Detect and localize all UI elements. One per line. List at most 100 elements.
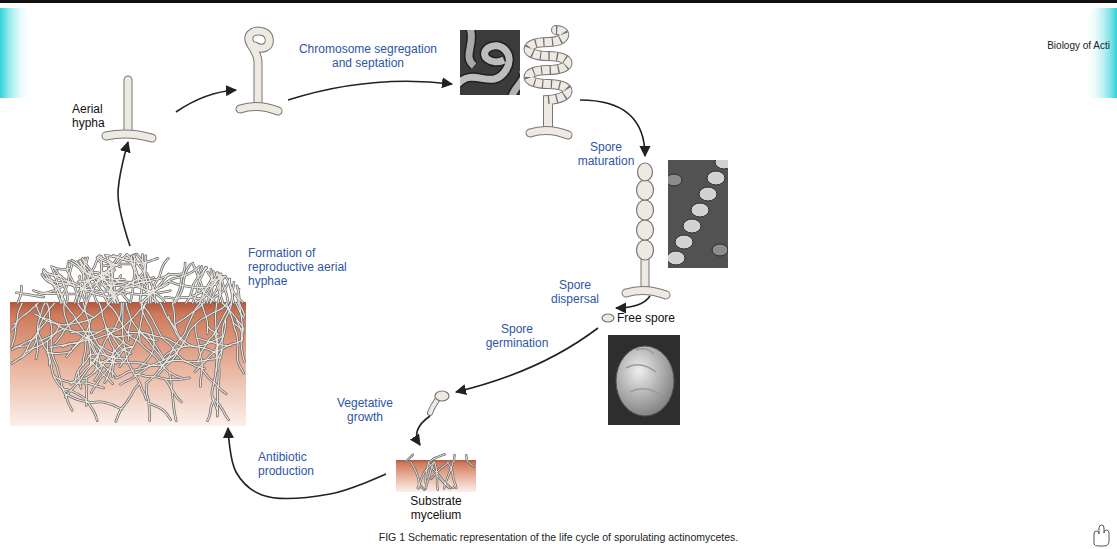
hypha-body bbox=[52, 266, 64, 303]
stage-picture bbox=[8, 246, 248, 428]
spore-chain bbox=[626, 163, 666, 295]
caption-box: FIG 1 Schematic representation of the li… bbox=[0, 531, 1117, 544]
photo-spore bbox=[616, 346, 674, 416]
hypha-body bbox=[217, 303, 231, 416]
hypha-body bbox=[140, 330, 164, 360]
hypha-body bbox=[225, 276, 242, 302]
hypha-body bbox=[47, 351, 71, 353]
hypha-body bbox=[106, 134, 152, 138]
hypha-body bbox=[128, 320, 131, 341]
spore-wrinkle bbox=[630, 389, 662, 396]
hypha-body bbox=[99, 256, 121, 267]
hypha-outline bbox=[626, 290, 666, 295]
hypha-body bbox=[124, 287, 164, 303]
hypha-body bbox=[12, 303, 38, 330]
hypha-body bbox=[208, 272, 223, 303]
hypha-outline bbox=[14, 346, 28, 347]
hypha-outline bbox=[217, 303, 231, 416]
photo-hypha bbox=[469, 30, 474, 66]
spore bbox=[602, 314, 614, 322]
hypha-body bbox=[431, 462, 448, 479]
hypha-body bbox=[626, 290, 666, 295]
hypha-body bbox=[71, 350, 100, 384]
hypha-outline bbox=[405, 455, 412, 462]
hypha-body bbox=[200, 271, 214, 303]
hypha-body bbox=[125, 80, 132, 133]
arrow-label: Spore maturation bbox=[574, 140, 638, 168]
hypha-body bbox=[126, 255, 131, 260]
hypha-body bbox=[212, 397, 228, 419]
arrow-label: Vegetative growth bbox=[328, 396, 402, 424]
hypha-body bbox=[14, 346, 28, 347]
stage-label: Formation of reproductive aerial hyphae bbox=[248, 246, 348, 288]
septating-coil bbox=[529, 30, 569, 135]
hand-icon bbox=[1094, 525, 1109, 546]
hypha-body bbox=[454, 455, 456, 462]
hypha-body bbox=[202, 303, 208, 334]
label-box: Biology of Acti bbox=[990, 40, 1110, 52]
sem-photo bbox=[460, 30, 520, 95]
hypha-body bbox=[405, 455, 412, 462]
photo-hypha bbox=[512, 70, 520, 95]
hypha-outline bbox=[453, 455, 456, 462]
cycle-arrow bbox=[417, 416, 430, 445]
hypha-body bbox=[226, 303, 243, 373]
arrow-label: Antibiotic production bbox=[258, 450, 330, 478]
hypha-body bbox=[136, 274, 184, 284]
hypha-body bbox=[197, 338, 231, 346]
hypha-outline bbox=[164, 336, 222, 356]
hypha-outline bbox=[65, 394, 122, 409]
hypha-body bbox=[418, 462, 434, 488]
hypha-outline bbox=[411, 462, 419, 488]
hypha-body bbox=[108, 278, 154, 300]
cycle-arrow bbox=[176, 90, 236, 112]
photo-spore bbox=[712, 244, 728, 256]
germinating-spore bbox=[430, 391, 449, 413]
hypha-body bbox=[116, 383, 140, 421]
hypha-body bbox=[196, 324, 202, 386]
hypha-body bbox=[529, 30, 568, 130]
hypha-body bbox=[134, 374, 189, 379]
hypha-body bbox=[120, 303, 146, 367]
photo-spore bbox=[668, 174, 682, 186]
hypha-body bbox=[33, 291, 78, 295]
hypha-body bbox=[83, 338, 86, 366]
hypha-body bbox=[38, 303, 67, 392]
cycle-arrows bbox=[176, 81, 650, 445]
hypha-body bbox=[642, 260, 649, 290]
stage-label: Substrate mycelium bbox=[400, 494, 472, 522]
hypha-body bbox=[176, 303, 204, 324]
hypha-outline bbox=[212, 397, 228, 419]
hyphae bbox=[12, 254, 245, 421]
hypha-outline bbox=[529, 30, 568, 130]
photo-spore bbox=[683, 219, 701, 233]
hypha-body bbox=[237, 286, 239, 303]
hypha-body bbox=[426, 462, 434, 489]
colony-stage: Formation of reproductive aerial hyphae bbox=[8, 246, 248, 428]
hypha-body bbox=[249, 31, 270, 106]
hypha-body bbox=[147, 383, 150, 421]
photo-spore bbox=[699, 187, 717, 201]
hypha-body bbox=[168, 316, 186, 346]
hypha-body bbox=[39, 329, 64, 341]
hypha-body bbox=[530, 130, 568, 135]
hypha-body bbox=[236, 303, 245, 318]
label-box: Spore dispersal bbox=[544, 278, 606, 306]
hypha-body bbox=[466, 455, 467, 462]
hypha-body bbox=[207, 401, 213, 421]
hypha-body bbox=[165, 297, 200, 298]
hypha-body bbox=[12, 303, 23, 347]
hypha-outline bbox=[469, 462, 474, 467]
hypha-body bbox=[18, 286, 22, 303]
hypha-outline bbox=[33, 291, 78, 295]
hypha-body bbox=[189, 276, 225, 297]
hypha-body bbox=[89, 354, 127, 359]
hypha-body bbox=[240, 303, 245, 316]
hypha-outline bbox=[159, 357, 220, 366]
hypha-body bbox=[65, 394, 122, 409]
hypha-body bbox=[236, 320, 242, 340]
hypha-body bbox=[240, 106, 278, 111]
hypha-body bbox=[435, 462, 438, 490]
hypha-outline bbox=[134, 374, 189, 379]
